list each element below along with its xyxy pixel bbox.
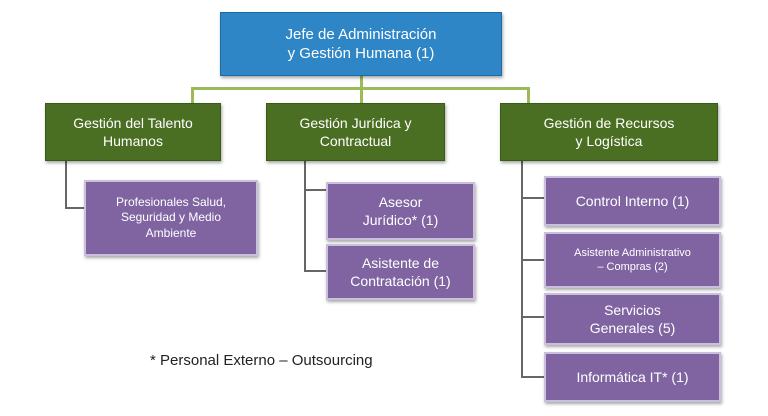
leaf-box-servicios-generales: Servicios Generales (5) — [544, 293, 721, 345]
tree-tick-branch-2-child-2 — [304, 270, 326, 272]
root-box: Jefe de Administración y Gestión Humana … — [220, 12, 502, 76]
leaf-box-control-interno: Control Interno (1) — [544, 176, 721, 226]
branch-box-juridica-contractual: Gestión Jurídica y Contractual — [266, 103, 445, 161]
branch-connector-2 — [360, 87, 363, 103]
tree-tick-branch-3-child-1 — [521, 197, 544, 199]
tree-tick-branch-3-child-4 — [521, 376, 544, 378]
leaf-box-asistente-contratacion: Asistente de Contratación (1) — [326, 244, 475, 300]
tree-line-branch-2 — [304, 161, 306, 272]
branch-connector-1 — [191, 87, 194, 103]
footnote: * Personal Externo – Outsourcing — [150, 352, 373, 369]
branch-box-recursos-logistica: Gestión de Recursos y Logística — [500, 103, 718, 161]
branch-connector-3 — [527, 87, 530, 103]
leaf-box-informatica-it: Informática IT* (1) — [544, 352, 721, 402]
leaf-box-asistente-administrativo: Asistente Administrativo – Compras (2) — [544, 232, 721, 288]
root-connector-vertical — [360, 76, 363, 89]
tree-tick-branch-3-child-2 — [521, 259, 544, 261]
tree-tick-branch-1-child-1 — [65, 207, 84, 209]
tree-line-branch-1 — [65, 161, 67, 209]
tree-tick-branch-2-child-1 — [304, 189, 326, 191]
branch-box-talento-humano: Gestión del Talento Humanos — [45, 103, 221, 161]
leaf-box-salud-seguridad: Profesionales Salud, Seguridad y Medio A… — [84, 180, 258, 256]
leaf-box-asesor-juridico: Asesor Jurídico* (1) — [326, 182, 475, 240]
tree-tick-branch-3-child-3 — [521, 316, 544, 318]
tree-line-branch-3 — [521, 161, 523, 378]
